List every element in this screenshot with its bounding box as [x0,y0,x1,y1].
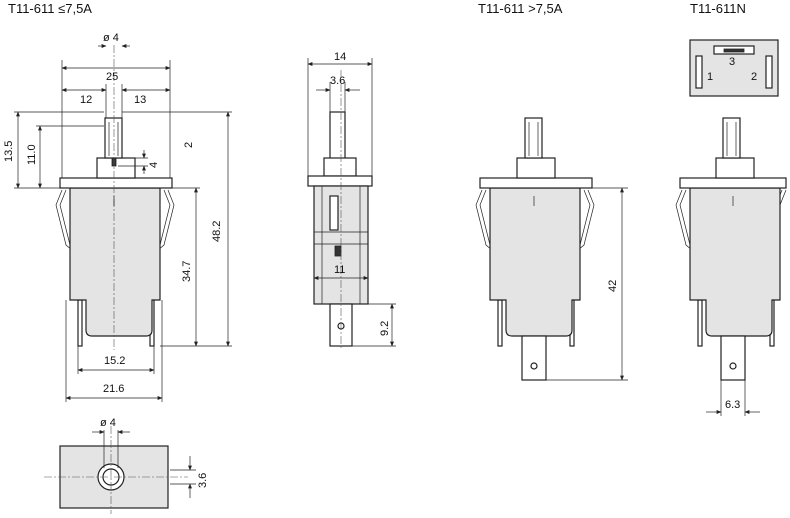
dim-25: 25 [106,71,118,83]
dim-11-0: 11.0 [26,144,38,165]
terminal-1: 1 [707,71,713,83]
dim-13-5: 13.5 [3,141,15,162]
right-front-view: 3 1 2 6.3 [675,39,787,416]
dim-4: 4 [148,162,160,168]
dim-phi4-top: ø 4 [103,32,119,44]
dim-12: 12 [80,94,92,106]
dim-phi4-bottom: ø 4 [100,417,116,429]
dim-6-3: 6.3 [725,399,740,411]
dim-13: 13 [134,94,146,106]
dim-2: 2 [183,142,195,148]
left-dimensions: ø 4 25 12 13 13.5 11.0 2 4 48.2 [3,32,232,402]
dim-15-2: 15.2 [104,355,125,367]
dim-34-7: 34.7 [181,261,193,282]
title-middle: T11-611 >7,5A [478,1,563,16]
terminal-2: 2 [751,71,757,83]
dim-3-6-side: 3.6 [330,75,345,87]
dim-21-6: 21.6 [103,383,124,395]
dim-48-2: 48.2 [211,221,223,242]
dim-3-6-bottom: 3.6 [197,473,209,488]
left-front-view [55,45,175,350]
terminal-3: 3 [729,56,735,68]
dim-9-2: 9.2 [379,321,391,336]
bottom-top-view: ø 4 3.6 [44,417,209,514]
middle-front-view: 42 [475,117,628,381]
dim-42: 42 [607,280,619,292]
dim-14: 14 [334,51,346,63]
title-right: T11-611N [690,1,746,16]
side-view: 14 3.6 11 9.2 [307,51,396,350]
dim-11: 11 [334,264,345,276]
title-left: T11-611 ≤7,5A [8,1,92,16]
